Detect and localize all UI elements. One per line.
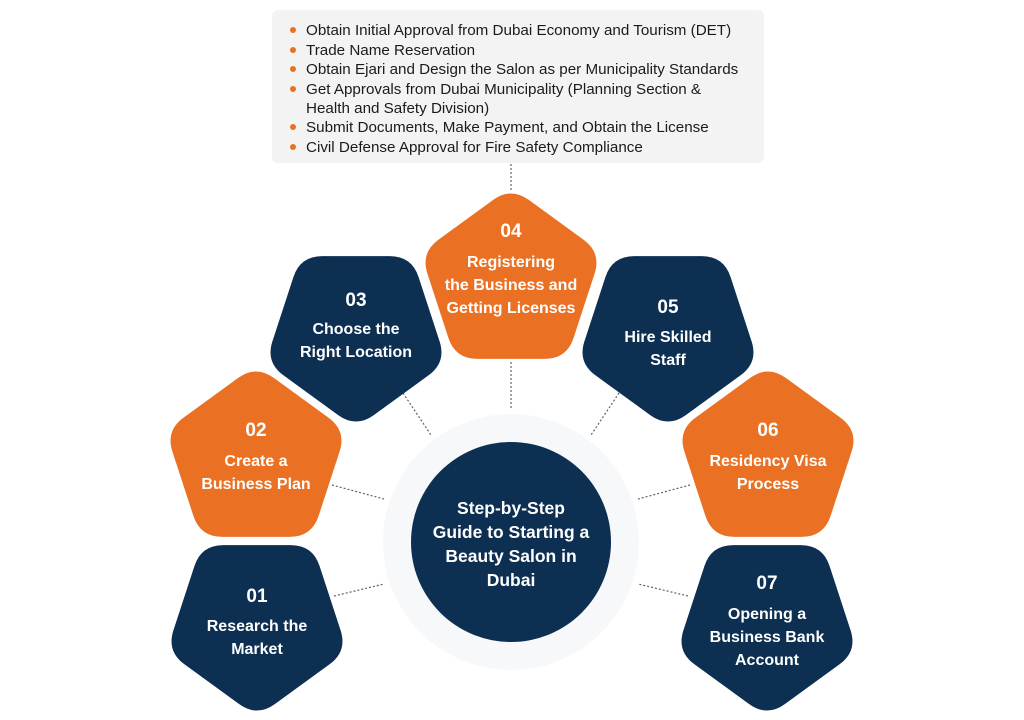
bullet-icon: [290, 143, 296, 150]
license-step-item: Submit Documents, Make Payment, and Obta…: [289, 118, 764, 137]
center-circle: [411, 442, 611, 642]
license-steps-list: Obtain Initial Approval from Dubai Econo…: [289, 21, 764, 157]
bullet-icon: [290, 124, 296, 130]
pentagon-shape: [682, 371, 854, 537]
step-label-line: Choose the: [312, 321, 399, 338]
step-number: 02: [245, 420, 266, 441]
step-label-line: Research the: [207, 618, 308, 635]
step-number: 06: [757, 420, 778, 441]
step-label-line: Account: [735, 652, 800, 669]
pentagon-shape: [170, 371, 342, 537]
step-label-line: Staff: [650, 352, 686, 369]
step-label-line: Process: [737, 476, 799, 493]
connector-06: [637, 484, 691, 500]
license-step-item: Get Approvals from Dubai Municipality (P…: [289, 80, 746, 118]
license-step-text: Trade Name Reservation: [306, 41, 476, 59]
step-number: 01: [246, 586, 268, 607]
pentagon-shape: [582, 256, 754, 422]
center-title-line: Step-by-Step: [457, 498, 565, 518]
step-number: 04: [500, 221, 522, 242]
license-step-item: Trade Name Reservation: [289, 41, 764, 60]
connector-02: [331, 484, 385, 500]
license-step-item: Obtain Ejari and Design the Salon as per…: [289, 60, 764, 79]
step-label-line: Residency Visa: [709, 453, 826, 470]
step-label-line: Opening a: [728, 606, 806, 623]
bullet-icon: [290, 46, 296, 53]
pentagon-shape: [171, 545, 343, 711]
bullet-icon: [290, 27, 296, 33]
pentagon-shape: [425, 193, 597, 359]
center-title-line: Beauty Salon in: [445, 546, 576, 566]
license-step-text: Obtain Initial Approval from Dubai Econo…: [306, 22, 732, 39]
step-number: 03: [345, 290, 366, 311]
connector-07: [637, 583, 689, 597]
pentagon-shape: [270, 256, 442, 422]
license-step-text: Submit Documents, Make Payment, and Obta…: [306, 119, 709, 136]
step-label-line: Business Bank: [710, 629, 825, 646]
license-step-text: Civil Defense Approval for Fire Safety C…: [306, 138, 643, 156]
step-number: 05: [657, 297, 679, 318]
connector-05: [590, 392, 620, 436]
step-label-line: Right Location: [300, 344, 412, 361]
connector-03: [402, 392, 432, 436]
license-steps-box: Obtain Initial Approval from Dubai Econo…: [272, 10, 764, 163]
step-label-line: Business Plan: [201, 476, 310, 493]
step-label-line: Hire Skilled: [624, 329, 711, 346]
connector-01: [333, 583, 385, 597]
bullet-icon: [290, 85, 296, 92]
step-label-line: Market: [231, 641, 283, 658]
license-step-item: Civil Defense Approval for Fire Safety C…: [289, 138, 764, 157]
step-label-line: the Business and: [445, 277, 577, 294]
license-step-text: Obtain Ejari and Design the Salon as per…: [306, 61, 739, 78]
license-step-text: Get Approvals from Dubai Municipality (P…: [306, 80, 702, 117]
bullet-icon: [290, 66, 296, 72]
license-step-item: Obtain Initial Approval from Dubai Econo…: [289, 21, 764, 40]
step-label-line: Registering: [467, 254, 555, 271]
center-title-line: Guide to Starting a: [433, 522, 590, 542]
step-label-line: Create a: [224, 453, 287, 470]
connectors: [331, 164, 691, 597]
step-number: 07: [756, 573, 777, 594]
step-label-line: Getting Licenses: [447, 300, 576, 317]
pentagon-shape: [681, 545, 853, 711]
center-title-line: Dubai: [487, 570, 536, 590]
